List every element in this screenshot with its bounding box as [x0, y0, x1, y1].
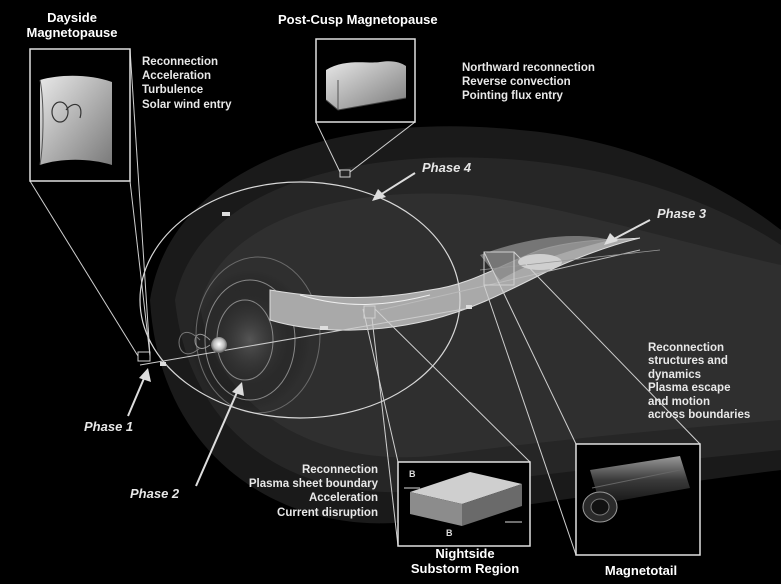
dayside-list: Reconnection Acceleration Turbulence Sol… [142, 56, 231, 113]
magnetotail-inset [576, 444, 700, 555]
tail-list-item: across boundaries [648, 409, 750, 421]
postcusp-title: Post-Cusp Magnetopause [278, 13, 438, 28]
phase-1-label: Phase 1 [84, 420, 133, 435]
dayside-list-item: Solar wind entry [142, 99, 231, 112]
nightside-list-item: Plasma sheet boundary [238, 478, 378, 491]
nightside-list-item: Reconnection [238, 464, 378, 477]
dayside-list-item: Turbulence [142, 84, 231, 97]
inset-b-lower: B [446, 528, 453, 538]
tail-list: Reconnection structures and dynamics Pla… [648, 342, 750, 422]
postcusp-inset [316, 39, 415, 122]
phase-2-label: Phase 2 [130, 487, 179, 502]
dayside-title-line2: Magnetopause [18, 26, 126, 41]
inset-b-upper: B [409, 469, 416, 479]
postcusp-list-item: Pointing flux entry [462, 90, 595, 103]
dayside-title: Dayside Magnetopause [18, 11, 126, 41]
nightside-list: Reconnection Plasma sheet boundary Accel… [238, 464, 378, 521]
postcusp-list-item: Northward reconnection [462, 62, 595, 75]
dayside-list-item: Reconnection [142, 56, 231, 69]
nightside-title-line1: Nightside [400, 547, 530, 562]
tail-list-item: and motion [648, 396, 750, 408]
tail-list-item: dynamics [648, 369, 750, 381]
dayside-list-item: Acceleration [142, 70, 231, 83]
nightside-list-item: Acceleration [238, 492, 378, 505]
phase-3-label: Phase 3 [657, 207, 706, 222]
dayside-inset [30, 49, 130, 181]
postcusp-list: Northward reconnection Reverse convectio… [462, 62, 595, 105]
earth [211, 337, 227, 353]
nightside-list-item: Current disruption [238, 507, 378, 520]
postcusp-list-item: Reverse convection [462, 76, 595, 89]
tail-list-item: Reconnection [648, 342, 750, 354]
dayside-title-line1: Dayside [18, 11, 126, 26]
phase-4-label: Phase 4 [422, 161, 471, 176]
tail-list-item: Plasma escape [648, 382, 750, 394]
nightside-title-line2: Substorm Region [400, 562, 530, 577]
nightside-title: Nightside Substorm Region [400, 547, 530, 577]
tail-list-item: structures and [648, 355, 750, 367]
nightside-inset: B B [398, 462, 530, 546]
magnetotail-title: Magnetotail [596, 564, 686, 579]
